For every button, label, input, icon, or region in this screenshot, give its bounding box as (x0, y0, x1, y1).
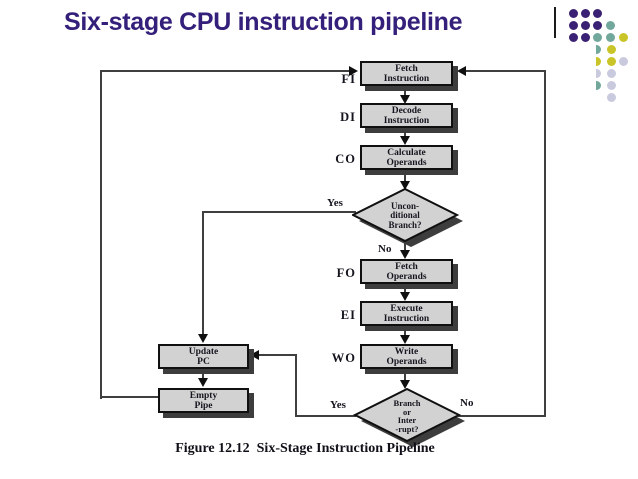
arrowhead-decision1-fo (400, 250, 410, 259)
stage-box-calculate-operands: Calculate Operands (360, 145, 453, 170)
stage-box-decode-instruction: Decode Instruction (360, 103, 453, 128)
decor-dot (605, 20, 615, 30)
decision1-yes-label: Yes (327, 197, 343, 209)
connector-decision1-yes (203, 211, 356, 213)
box-empty-pipe: Empty Pipe (158, 388, 249, 413)
title-separator-bar (554, 7, 556, 38)
arrowhead-into-fi-right (457, 66, 466, 76)
arrowhead-fo-ei (400, 292, 410, 301)
connector-fi-di (404, 85, 406, 96)
decision2-no-label: No (460, 397, 474, 409)
decor-dot (605, 32, 615, 42)
decision-diamond-unconditional-branch (352, 188, 463, 247)
decor-dot (606, 56, 616, 66)
decor-dot (618, 56, 628, 66)
connector-right-loop-top (466, 70, 545, 72)
stage-box-fetch-instruction: Fetch Instruction (360, 61, 453, 86)
figure-caption: Figure 12.12 Six-Stage Instruction Pipel… (175, 441, 435, 456)
connector-decision2-no (458, 415, 546, 417)
connector-decision1-fo (404, 242, 406, 251)
decor-dot (595, 68, 601, 78)
decor-dot (606, 80, 616, 90)
stage-label-wo: WO (331, 351, 356, 365)
arrowhead-into-update-pc-right (250, 350, 259, 360)
decision1-question: Uncon- ditional Branch? (388, 200, 422, 230)
stage-label-fi: FI (341, 72, 356, 86)
arrowhead-wo-decision2 (400, 380, 410, 389)
decor-dot (568, 8, 578, 18)
connector-ei-wo (404, 326, 406, 336)
decision2-yes-label: Yes (330, 399, 346, 411)
stage-label-co: CO (335, 152, 356, 166)
decor-dot (592, 20, 602, 30)
connector-yes1-vertical (202, 211, 204, 335)
slide-title: Six-stage CPU instruction pipeline (64, 8, 463, 36)
arrowhead-ei-wo (400, 335, 410, 344)
decor-dot (568, 20, 578, 30)
stage-label-ei: EI (340, 308, 356, 322)
stage-box-fetch-operands: Fetch Operands (360, 259, 453, 284)
decor-dot (580, 20, 590, 30)
decor-dot (606, 44, 616, 54)
connector-co-decision1 (404, 169, 406, 182)
stage-box-write-operands: Write Operands (360, 344, 453, 369)
stage-box-execute-instruction: Execute Instruction (360, 301, 453, 326)
connector-left-loop-vertical (100, 70, 102, 399)
connector-di-co (404, 127, 406, 137)
decor-dot (606, 92, 616, 102)
arrowhead-into-update-pc (198, 334, 208, 343)
decor-dot (568, 32, 578, 42)
connector-left-loop-top (100, 70, 349, 72)
decor-dot (592, 8, 602, 18)
decor-dot (595, 56, 601, 66)
decor-dot (595, 44, 601, 54)
arrowhead-into-empty-pipe (198, 378, 208, 387)
connector-empty-pipe-out (100, 396, 158, 398)
arrowhead-co-decision1 (400, 181, 410, 190)
decision2-question: Branch or Inter -rupt? (393, 398, 421, 434)
arrowhead-di-co (400, 136, 410, 145)
connector-updatepc-emptypipe (202, 370, 204, 379)
connector-into-updatepc-right (259, 354, 297, 356)
decor-dot (606, 68, 616, 78)
decision1-no-label: No (378, 243, 392, 255)
decor-dot (592, 32, 602, 42)
arrowhead-into-fi-left (349, 66, 358, 76)
connector-yes2-vertical (295, 354, 297, 417)
connector-fo-ei (404, 283, 406, 293)
decor-dot (595, 80, 601, 90)
stage-label-fo: FO (336, 266, 356, 280)
decor-dot (580, 32, 590, 42)
decor-dot (580, 8, 590, 18)
decor-dot (618, 32, 628, 42)
decision-diamond-branch-or-interrupt (353, 388, 465, 447)
connector-right-loop-vertical (544, 70, 546, 417)
connector-wo-decision2 (404, 368, 406, 381)
stage-label-di: DI (340, 110, 356, 124)
arrowhead-fi-di (400, 95, 410, 104)
connector-decision2-yes (295, 415, 356, 417)
box-update-pc: Update PC (158, 344, 249, 369)
